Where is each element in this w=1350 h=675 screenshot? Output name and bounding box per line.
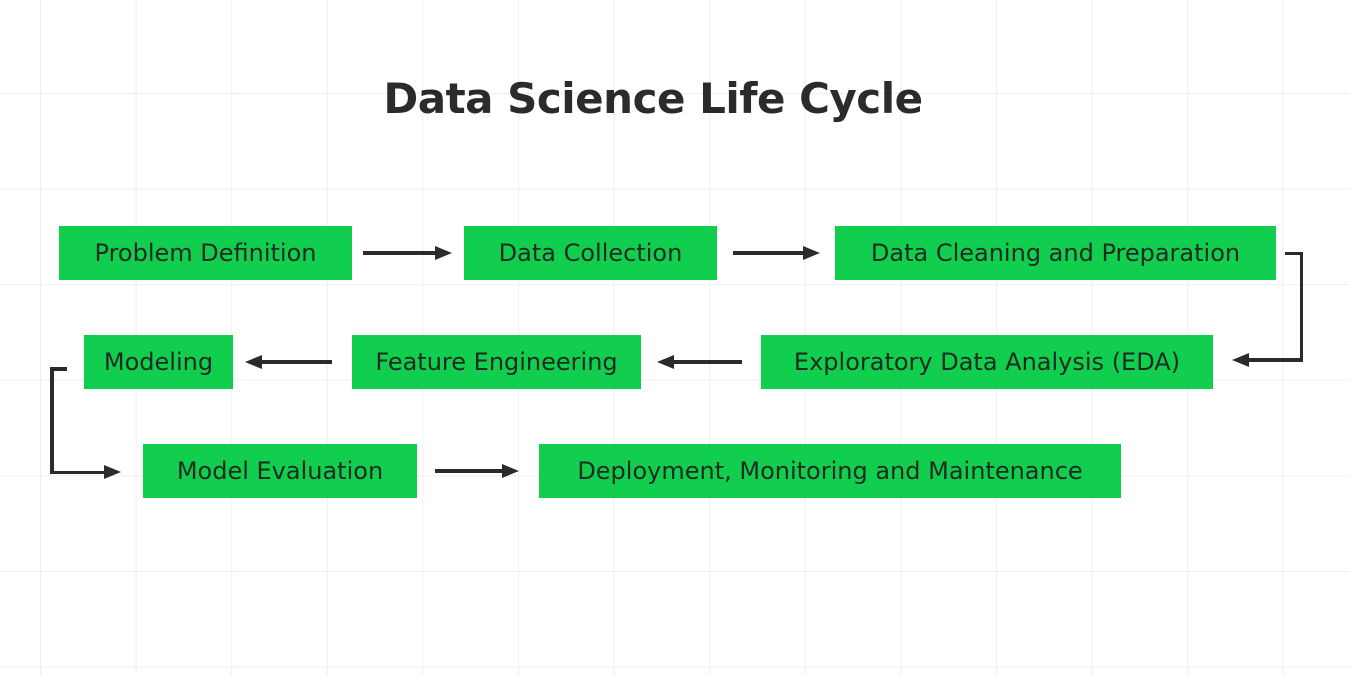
node-label: Data Cleaning and Preparation: [870, 239, 1241, 267]
node-feature-engineering: Feature Engineering: [352, 335, 641, 389]
arrow-shaft: [259, 360, 332, 364]
node-exploratory-data-analysis: Exploratory Data Analysis (EDA): [761, 335, 1213, 389]
arrow-shaft: [363, 251, 438, 255]
arrow-collection-to-cleaning: [733, 245, 820, 261]
node-data-collection: Data Collection: [464, 226, 717, 280]
node-label: Exploratory Data Analysis (EDA): [793, 348, 1181, 376]
node-label: Model Evaluation: [176, 457, 384, 485]
arrowhead-left-icon: [245, 354, 262, 369]
elbow-segment: [1285, 251, 1303, 255]
arrow-shaft: [733, 251, 806, 255]
arrowhead-right-icon: [803, 245, 820, 260]
node-label: Modeling: [103, 348, 214, 376]
elbow-segment: [1248, 358, 1303, 362]
elbow-segment: [50, 367, 54, 475]
arrow-shaft: [435, 469, 505, 473]
node-label: Feature Engineering: [375, 348, 618, 376]
node-label: Problem Definition: [94, 239, 317, 267]
arrow-eda-to-feature-engineering: [657, 354, 742, 370]
arrowhead-left-icon: [1232, 352, 1249, 367]
arrowhead-right-icon: [502, 463, 519, 478]
node-model-evaluation: Model Evaluation: [143, 444, 417, 498]
node-data-cleaning-and-preparation: Data Cleaning and Preparation: [835, 226, 1276, 280]
elbow-segment: [50, 470, 105, 474]
diagram-title: Data Science Life Cycle: [383, 74, 923, 123]
arrow-problem-to-collection: [363, 245, 452, 261]
arrowhead-left-icon: [657, 354, 674, 369]
arrow-evaluation-to-deployment: [435, 463, 519, 479]
node-problem-definition: Problem Definition: [59, 226, 352, 280]
arrowhead-right-icon: [104, 464, 121, 479]
arrow-feature-engineering-to-modeling: [245, 354, 332, 370]
elbow-segment: [50, 367, 67, 371]
node-label: Deployment, Monitoring and Maintenance: [577, 457, 1083, 485]
node-label: Data Collection: [498, 239, 683, 267]
node-deployment-monitoring-maintenance: Deployment, Monitoring and Maintenance: [539, 444, 1121, 498]
node-modeling: Modeling: [84, 335, 233, 389]
elbow-segment: [1299, 251, 1303, 362]
arrow-shaft: [671, 360, 742, 364]
arrowhead-right-icon: [435, 245, 452, 260]
